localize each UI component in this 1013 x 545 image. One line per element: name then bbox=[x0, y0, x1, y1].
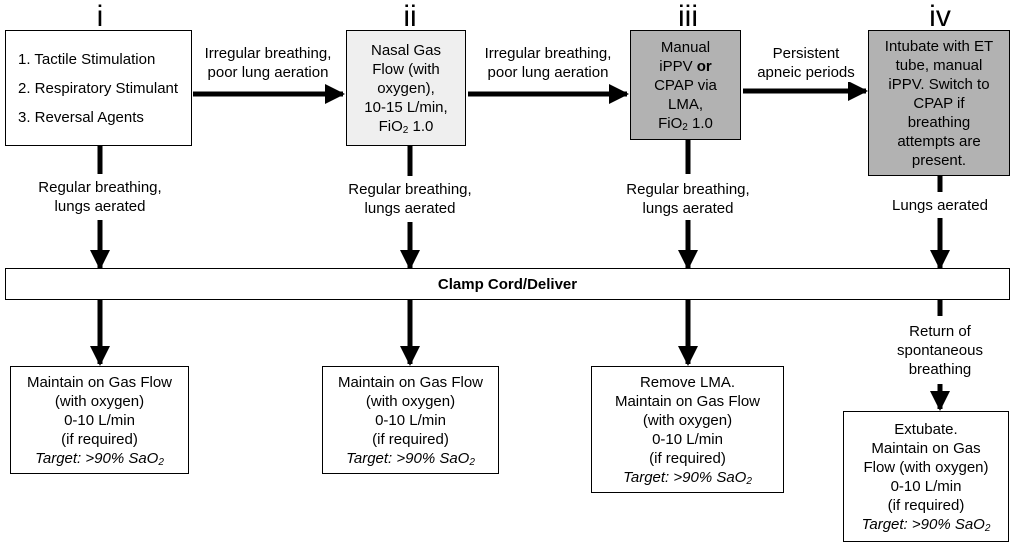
stage-ii-line: Nasal Gas bbox=[370, 41, 442, 59]
stage-iv-line: attempts are bbox=[897, 132, 981, 150]
stage-iv-line: CPAP if bbox=[913, 94, 965, 112]
outcome-target: Target: >90% SaO2 bbox=[35, 449, 164, 468]
stage-iv-line: Intubate with ET bbox=[884, 37, 994, 55]
down-label-ii: Regular breathing, lungs aerated bbox=[330, 180, 490, 218]
stage-i-item: 2. Respiratory Stimulant bbox=[18, 79, 179, 97]
stage-iv-line: present. bbox=[911, 151, 967, 169]
outcome-box-4: Extubate. Maintain on Gas Flow (with oxy… bbox=[843, 411, 1009, 542]
stage-i-item: 1. Tactile Stimulation bbox=[18, 50, 156, 68]
outcome-target: Target: >90% SaO2 bbox=[623, 468, 752, 487]
outcome-target: Target: >90% SaO2 bbox=[861, 515, 991, 534]
transition-label-iii-iv: Persistent apneic periods bbox=[748, 44, 864, 82]
stage-ii-fio2: FiO2 1.0 bbox=[378, 117, 434, 136]
outcome-box-2: Maintain on Gas Flow (with oxygen) 0-10 … bbox=[322, 366, 499, 474]
down-label-iii: Regular breathing, lungs aerated bbox=[608, 180, 768, 218]
stage-iii-fio2: FiO2 1.0 bbox=[658, 114, 713, 133]
stage-numeral-ii: ii bbox=[403, 0, 417, 33]
stage-iv-line: tube, manual bbox=[895, 56, 983, 74]
transition-label-i-ii: Irregular breathing, poor lung aeration bbox=[196, 44, 340, 82]
stage-numeral-iv: iv bbox=[929, 0, 951, 33]
stage-ii-line: oxygen), bbox=[377, 79, 435, 97]
outcome-box-1: Maintain on Gas Flow (with oxygen) 0-10 … bbox=[10, 366, 189, 474]
down-label-iv: Lungs aerated bbox=[880, 196, 1000, 215]
return-label: Return of spontaneous breathing bbox=[880, 322, 1000, 379]
stage-iii-box: Manual iPPV or CPAP via LMA, FiO2 1.0 bbox=[630, 30, 741, 140]
stage-iii-line: iPPV or bbox=[659, 57, 712, 75]
stage-numeral-iii: iii bbox=[678, 0, 698, 33]
stage-iv-line: iPPV. Switch to bbox=[888, 75, 990, 93]
stage-ii-line: Flow (with bbox=[372, 60, 440, 78]
stage-iii-line: Manual bbox=[660, 38, 711, 56]
stage-iii-line: LMA, bbox=[667, 95, 703, 113]
outcome-target: Target: >90% SaO2 bbox=[346, 449, 475, 468]
stage-iv-line: breathing bbox=[907, 113, 971, 131]
stage-ii-line: 10-15 L/min, bbox=[364, 98, 448, 116]
stage-i-item: 3. Reversal Agents bbox=[18, 108, 144, 126]
stage-i-box: 1. Tactile Stimulation 2. Respiratory St… bbox=[5, 30, 192, 146]
down-label-i: Regular breathing, lungs aerated bbox=[20, 178, 180, 216]
stage-numeral-i: i bbox=[96, 0, 104, 33]
stage-ii-box: Nasal Gas Flow (with oxygen), 10-15 L/mi… bbox=[346, 30, 466, 146]
outcome-box-3: Remove LMA. Maintain on Gas Flow (with o… bbox=[591, 366, 784, 493]
stage-iv-box: Intubate with ET tube, manual iPPV. Swit… bbox=[868, 30, 1010, 176]
clamp-cord-deliver-bar: Clamp Cord/Deliver bbox=[5, 268, 1010, 300]
stage-iii-line: CPAP via bbox=[654, 76, 717, 94]
transition-label-ii-iii: Irregular breathing, poor lung aeration bbox=[472, 44, 624, 82]
